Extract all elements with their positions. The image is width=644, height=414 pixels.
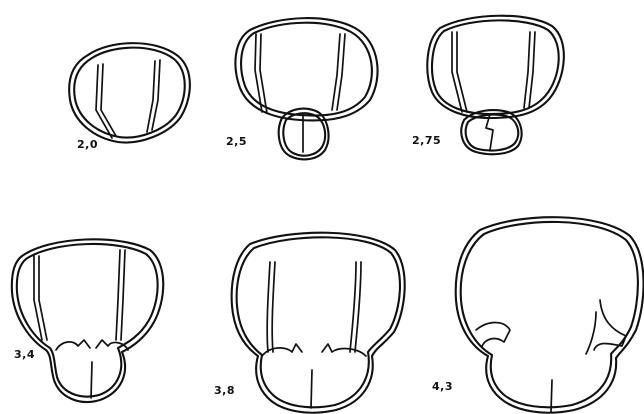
stage-label-2-75: 2,75 — [412, 134, 441, 147]
stage-label-2-5: 2,5 — [226, 135, 247, 148]
stage-2-0-drawing: 2,0 — [69, 43, 190, 151]
stage-2-5-drawing: 2,5 — [226, 18, 378, 159]
stage-label-3-4: 3,4 — [14, 348, 35, 361]
stage-3-4-drawing: 3,4 — [12, 239, 163, 402]
stage-4-3-drawing: 4,3 — [432, 217, 644, 413]
stage-2-75-drawing: 2,75 — [412, 16, 564, 154]
stage-3-8-drawing: 3,8 — [214, 233, 405, 413]
stage-label-2-0: 2,0 — [77, 138, 98, 151]
stage-label-4-3: 4,3 — [432, 380, 453, 393]
stage-label-3-8: 3,8 — [214, 384, 235, 397]
